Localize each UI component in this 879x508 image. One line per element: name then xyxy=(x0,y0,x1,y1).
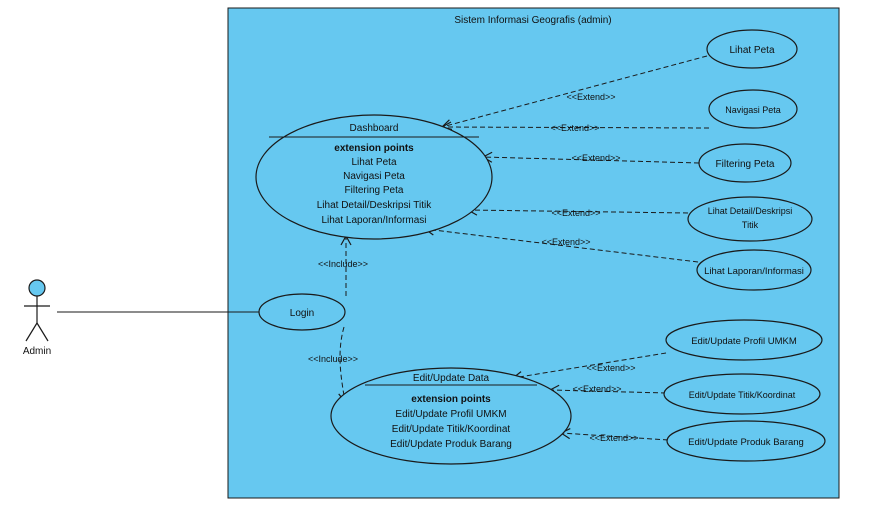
edit-update-title: Edit/Update Data xyxy=(413,373,490,384)
dashboard-ext-point: Navigasi Peta xyxy=(343,171,405,182)
actor-left-leg xyxy=(25,322,38,342)
extend-line-filtering-peta xyxy=(481,151,700,164)
actor-admin[interactable]: Admin xyxy=(23,279,51,357)
use-case-filtering-peta[interactable]: Filtering Peta xyxy=(698,143,792,183)
extend-label-navigasi-peta: <<Extend>> xyxy=(550,123,599,133)
filtering-peta-label: Filtering Peta xyxy=(716,159,775,170)
use-case-edit-titik-koordinat[interactable]: Edit/Update Titik/Koordinat xyxy=(663,373,821,415)
include-label-edit-update: <<Include>> xyxy=(308,354,358,364)
extend-label-lihat-laporan: <<Extend>> xyxy=(541,237,590,247)
include-line-edit-update xyxy=(338,326,350,404)
extend-label-lihat-detail: <<Extend>> xyxy=(551,208,600,218)
use-case-lihat-detail[interactable]: Lihat Detail/Deskripsi Titik xyxy=(687,196,813,242)
use-case-edit-update-data[interactable]: Edit/Update Data extension points Edit/U… xyxy=(330,367,572,465)
lihat-peta-ellipse xyxy=(706,29,798,69)
use-case-lihat-peta[interactable]: Lihat Peta xyxy=(706,29,798,69)
actor-label: Admin xyxy=(23,346,51,357)
lihat-laporan-label: Lihat Laporan/Informasi xyxy=(704,266,804,277)
lihat-detail-label-line1: Lihat Detail/Deskripsi xyxy=(708,206,793,216)
navigasi-peta-ellipse xyxy=(708,89,798,129)
use-case-edit-profil-umkm[interactable]: Edit/Update Profil UMKM xyxy=(665,319,823,361)
extend-label-edit-produk: <<Extend>> xyxy=(589,433,638,443)
login-ellipse xyxy=(258,293,346,331)
edit-titik-ellipse xyxy=(663,373,821,415)
edit-titik-label: Edit/Update Titik/Koordinat xyxy=(689,390,796,400)
extend-label-edit-profil: <<Extend>> xyxy=(586,363,635,373)
edit-profil-label: Edit/Update Profil UMKM xyxy=(691,336,797,347)
dashboard-ext-heading: extension points xyxy=(334,143,414,154)
edit-profil-ellipse xyxy=(665,319,823,361)
dashboard-ext-point: Lihat Peta xyxy=(351,157,396,168)
extend-line-lihat-detail xyxy=(466,204,689,216)
lihat-peta-label: Lihat Peta xyxy=(729,45,774,56)
edit-update-ext-point: Edit/Update Profil UMKM xyxy=(395,409,506,420)
use-case-edit-produk-barang[interactable]: Edit/Update Produk Barang xyxy=(666,420,826,462)
extend-line-navigasi-peta xyxy=(440,121,710,133)
extend-label-edit-titik: <<Extend>> xyxy=(572,384,621,394)
actor-head xyxy=(28,279,46,297)
edit-produk-ellipse xyxy=(666,420,826,462)
use-case-login[interactable]: Login xyxy=(258,293,346,331)
edit-produk-label: Edit/Update Produk Barang xyxy=(688,437,804,448)
extend-label-lihat-peta: <<Extend>> xyxy=(566,92,615,102)
dashboard-ext-point: Lihat Detail/Deskripsi Titik xyxy=(317,200,432,211)
system-title: Sistem Informasi Geografis (admin) xyxy=(454,15,611,26)
lihat-detail-ellipse xyxy=(687,196,813,242)
edit-update-ext-point: Edit/Update Titik/Koordinat xyxy=(392,424,511,435)
extend-line-edit-produk xyxy=(559,428,669,441)
navigasi-peta-label: Navigasi Peta xyxy=(725,105,781,115)
actor-right-leg xyxy=(36,322,49,342)
edit-update-ext-heading: extension points xyxy=(411,394,491,405)
filtering-peta-ellipse xyxy=(698,143,792,183)
extend-line-lihat-laporan xyxy=(423,224,699,263)
extend-label-filtering-peta: <<Extend>> xyxy=(571,153,620,163)
extend-line-edit-titik xyxy=(548,384,667,396)
dashboard-ellipse xyxy=(255,114,493,240)
lihat-laporan-ellipse xyxy=(696,249,812,291)
dashboard-ext-point: Lihat Laporan/Informasi xyxy=(321,215,426,226)
dashboard-title: Dashboard xyxy=(350,123,399,134)
dashboard-ext-point: Filtering Peta xyxy=(345,185,404,196)
use-case-navigasi-peta[interactable]: Navigasi Peta xyxy=(708,89,798,129)
edit-update-ext-point: Edit/Update Produk Barang xyxy=(390,439,512,450)
extend-line-lihat-peta xyxy=(440,55,708,131)
include-label-dashboard: <<Include>> xyxy=(318,259,368,269)
lihat-detail-label-line2: Titik xyxy=(742,220,759,230)
use-case-dashboard[interactable]: Dashboard extension points Lihat Peta Na… xyxy=(255,114,493,240)
login-label: Login xyxy=(290,308,314,319)
use-case-lihat-laporan[interactable]: Lihat Laporan/Informasi xyxy=(696,249,812,291)
extend-line-edit-profil xyxy=(511,352,667,383)
edit-update-ellipse xyxy=(330,367,572,465)
